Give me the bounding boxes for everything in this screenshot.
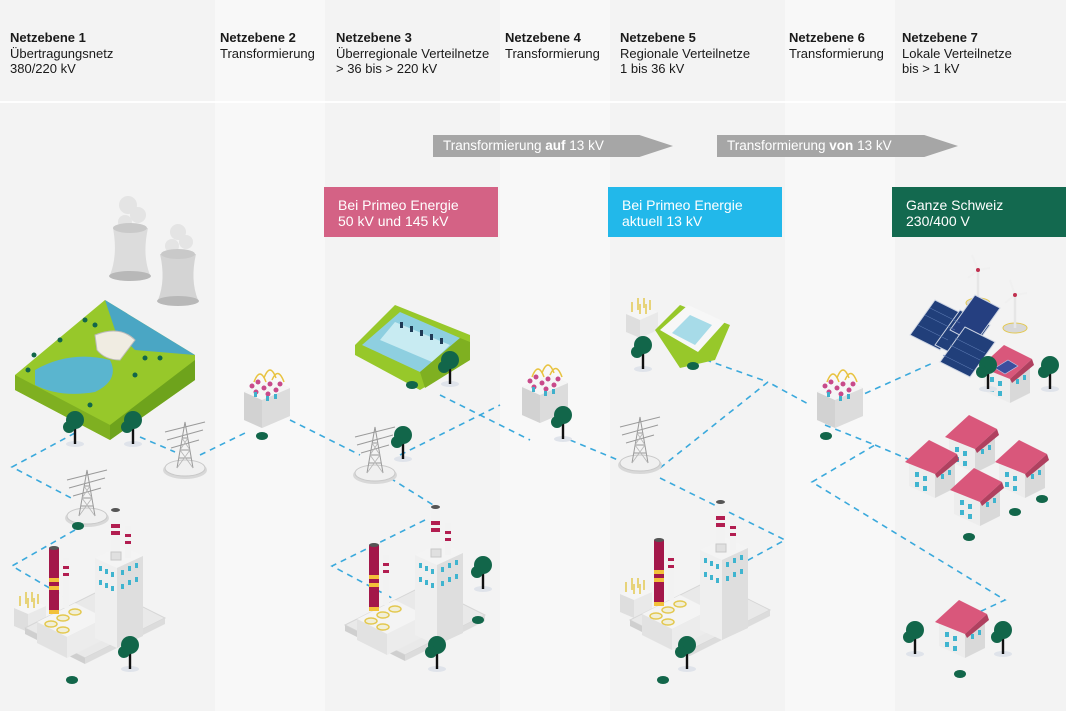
level-subtitle: Regionale Verteilnetze [620,45,751,61]
transformer-icon [816,369,864,429]
tree-icon [391,426,412,462]
column-level-4 [500,0,610,711]
level-voltage: 1 bis 36 kV [620,61,685,76]
infobox-line2: 50 kV und 145 kV [338,213,449,229]
power-pylon-icon [162,421,208,480]
solar-panels-icon [909,294,1001,378]
grid-connection-lines [10,355,1007,615]
infobox-line1: Bei Primeo Energie [338,197,459,213]
bush-icon [256,432,268,440]
level-title: Netzebene 3 [336,30,412,45]
hydro-weir-icon [355,305,470,390]
arrow-emphasis: auf [545,138,566,153]
tree-icon [471,556,492,592]
infobox-switzerland-low-voltage: Ganze Schweiz 230/400 V [892,187,1066,237]
hydro-dam-landscape-icon [15,300,195,440]
infobox-line2: 230/400 V [906,213,970,229]
arrow-transform-to-13kv: Transformierung auf 13 kV [433,135,673,157]
level-header-2: Netzebene 2 Transformierung [220,30,315,61]
header-divider [0,101,1066,103]
tree-icon [903,621,924,657]
arrow-transform-from-13kv: Transformierung von 13 kV [717,135,958,157]
level-subtitle: Transformierung [789,45,884,61]
bush-icon [963,533,975,541]
level-header-4: Netzebene 4 Transformierung [505,30,600,61]
arrow-prefix: Transformierung [443,138,546,153]
transformer-icon [243,369,291,429]
level-title: Netzebene 1 [10,30,86,45]
residential-houses-icon [905,415,1049,526]
bush-icon [657,676,669,684]
level-header-6: Netzebene 6 Transformierung [789,30,884,61]
bush-icon [820,432,832,440]
infobox-line2: aktuell 13 kV [622,213,703,229]
level-subtitle: Transformierung [505,45,600,61]
bush-icon [66,676,78,684]
level-header-1: Netzebene 1 Übertragungsnetz 380/220 kV [10,30,113,77]
level-subtitle: Transformierung [220,45,315,61]
bush-icon [72,522,84,530]
cooling-towers-icon [109,196,199,306]
tree-icon [991,621,1012,657]
infobox-primeo-medium-voltage: Bei Primeo Energie aktuell 13 kV [608,187,782,237]
infobox-line1: Ganze Schweiz [906,197,1004,213]
house-with-solar-roof-icon [980,345,1034,403]
level-voltage: 380/220 kV [10,61,76,76]
power-pylon-icon [617,416,663,475]
small-hydro-icon [655,305,730,368]
arrow-prefix: Transformierung [727,138,830,153]
tree-icon [631,336,652,372]
tree-icon [1038,356,1059,392]
bush-icon [1036,495,1048,503]
infobox-line1: Bei Primeo Energie [622,197,743,213]
level-subtitle: Übertragungsnetz [10,45,114,61]
power-plant-icon [629,499,771,657]
level-voltage: > 36 bis > 220 kV [336,61,438,76]
bush-icon [1009,508,1021,516]
level-header-5: Netzebene 5 Regionale Verteilnetze 1 bis… [620,30,750,77]
arrow-suffix: 13 kV [565,138,604,153]
single-house-icon [935,600,989,658]
level-header-3: Netzebene 3 Überregionale Verteilnetze >… [336,30,489,77]
level-title: Netzebene 4 [505,30,581,45]
level-title: Netzebene 5 [620,30,696,45]
arrow-emphasis: von [829,138,854,153]
power-pylon-icon [64,469,110,528]
level-voltage: bis > 1 kV [902,61,960,76]
column-level-6 [785,0,895,711]
power-plant-icon [344,504,486,662]
bush-icon [406,381,418,389]
level-title: Netzebene 2 [220,30,296,45]
bush-icon [954,670,966,678]
substation-icon [625,297,659,339]
column-level-2 [215,0,325,711]
level-subtitle: Überregionale Verteilnetze [336,45,490,61]
arrow-suffix: 13 kV [853,138,892,153]
level-subtitle: Lokale Verteilnetze [902,45,1012,61]
infobox-primeo-high-voltage: Bei Primeo Energie 50 kV und 145 kV [324,187,498,237]
level-title: Netzebene 6 [789,30,865,45]
bush-icon [472,616,484,624]
level-header-7: Netzebene 7 Lokale Verteilnetze bis > 1 … [902,30,1012,77]
bush-icon [687,362,699,370]
level-title: Netzebene 7 [902,30,978,45]
